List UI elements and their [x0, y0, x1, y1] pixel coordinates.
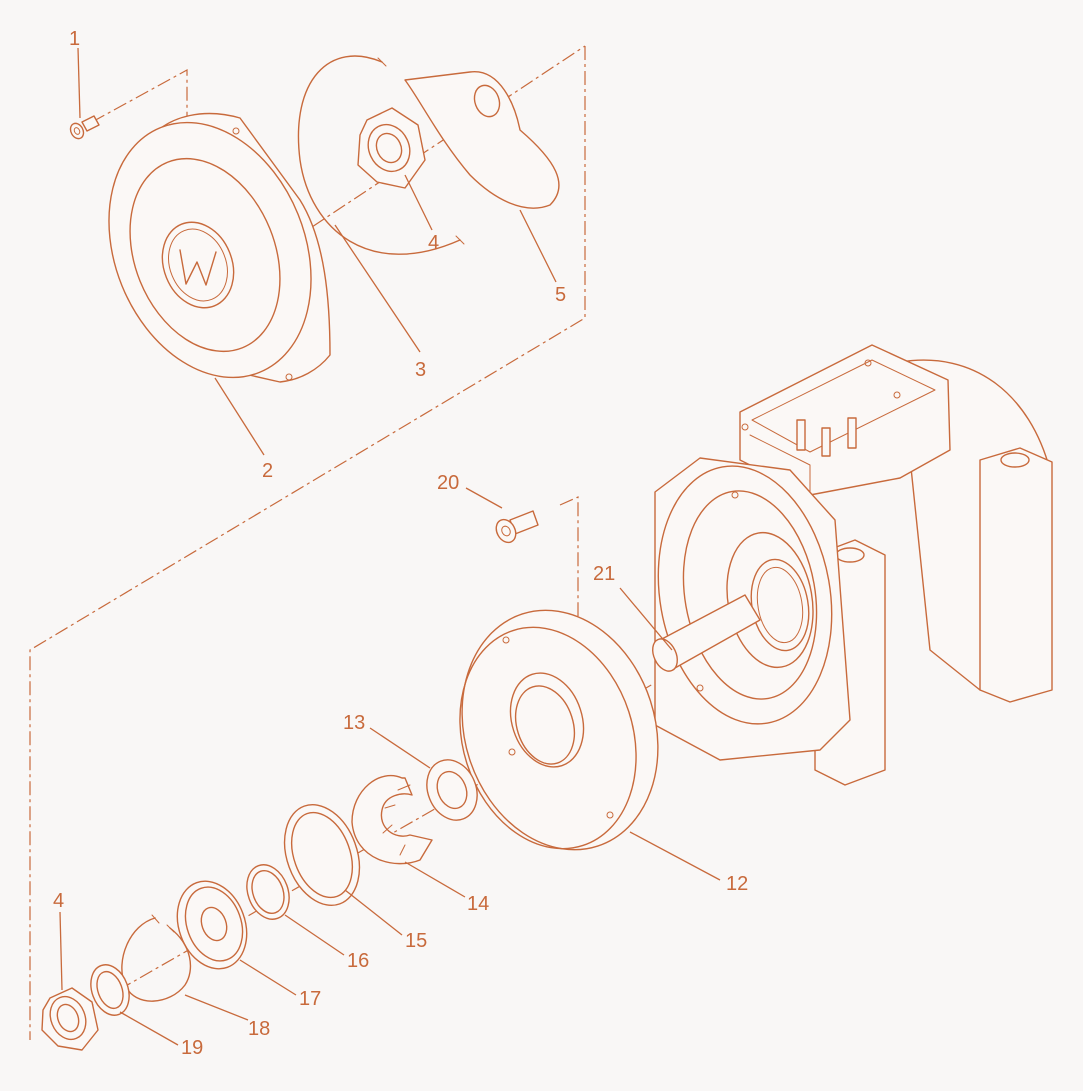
part-13-bushing [426, 759, 478, 821]
part-15-wave-spring [283, 803, 361, 907]
callout-labels: 1 2 3 4 5 20 21 13 14 15 16 17 18 19 12 … [53, 28, 748, 1059]
part-12-brake-housing [459, 609, 659, 851]
part-3-retaining-ring [297, 55, 465, 255]
callout-3: 3 [415, 359, 426, 381]
leader-lines [59, 47, 721, 1046]
part-14-bearing-carrier [351, 774, 433, 865]
callout-5: 5 [555, 284, 566, 306]
part-18-snap-ring [121, 914, 192, 1002]
callout-14: 14 [467, 893, 489, 915]
part-21-motor-flange-shaft [652, 457, 851, 761]
callout-17: 17 [299, 988, 321, 1010]
part-16-washer [246, 864, 290, 920]
callout-1: 1 [69, 28, 80, 50]
part-4-hex-nut-bottom [41, 987, 99, 1051]
callout-4-top: 4 [428, 232, 439, 254]
part-1-cap-screw [69, 115, 100, 140]
part-2-motor-cover [108, 112, 331, 383]
callout-13: 13 [343, 712, 365, 734]
callout-2: 2 [262, 460, 273, 482]
part-17-thrust-plate [176, 880, 248, 970]
callout-21: 21 [593, 563, 615, 585]
callout-20: 20 [437, 472, 459, 494]
callout-18: 18 [248, 1018, 270, 1040]
callout-12: 12 [726, 873, 748, 895]
callout-15: 15 [405, 930, 427, 952]
callout-4-bottom: 4 [53, 890, 64, 912]
part-20-socket-screw [495, 510, 539, 544]
callout-19: 19 [181, 1037, 203, 1059]
motor-housing [739, 344, 1053, 786]
part-4-hex-nut-top [357, 107, 426, 189]
part-19-o-ring [90, 964, 130, 1016]
callout-16: 16 [347, 950, 369, 972]
part-5-lock-washer-tab [404, 71, 560, 209]
